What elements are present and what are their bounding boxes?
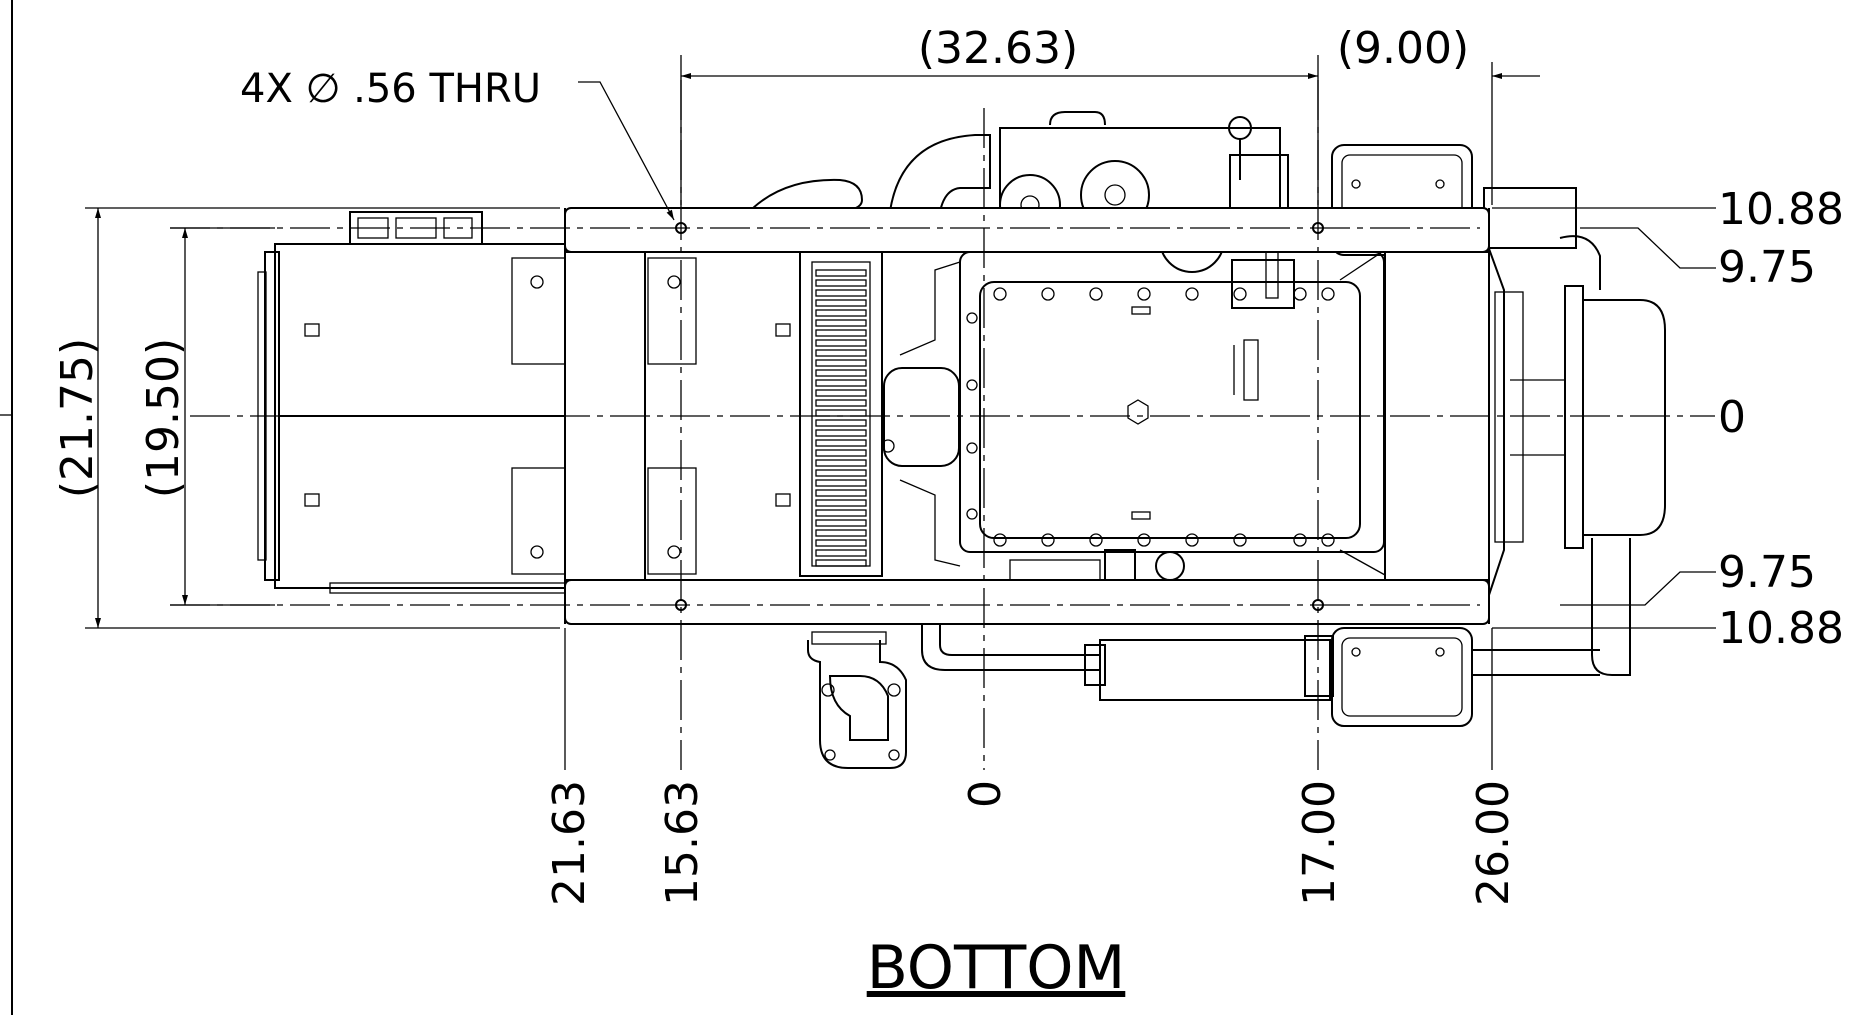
dim-inner-width: (19.50) [138, 338, 189, 498]
dim-outer-width: (21.75) [52, 338, 103, 498]
machine-outline [257, 111, 1666, 769]
ordinate-right-bottom-inner: 9.75 [1718, 547, 1816, 598]
ordinate-right-center: 0 [1718, 392, 1746, 443]
ordinate-bottom-a: 21.63 [544, 780, 595, 906]
dim-right-length: (9.00) [1337, 23, 1469, 74]
ordinate-bottom-c: 0 [960, 780, 1011, 808]
ordinate-right-bottom-outer: 10.88 [1718, 603, 1844, 654]
dim-overall-length: (32.63) [918, 23, 1078, 74]
ordinate-right-top-outer: 10.88 [1718, 184, 1844, 235]
ordinate-bottom-b: 15.63 [657, 780, 708, 906]
view-title: BOTTOM [867, 933, 1126, 1003]
dimension-lines [85, 55, 1716, 770]
ordinate-bottom-e: 26.00 [1468, 780, 1519, 906]
ordinate-bottom-d: 17.00 [1294, 780, 1345, 906]
hole-callout: 4X ∅ .56 THRU [240, 66, 541, 112]
center-lines [170, 80, 1715, 770]
ordinate-right-top-inner: 9.75 [1718, 242, 1816, 293]
